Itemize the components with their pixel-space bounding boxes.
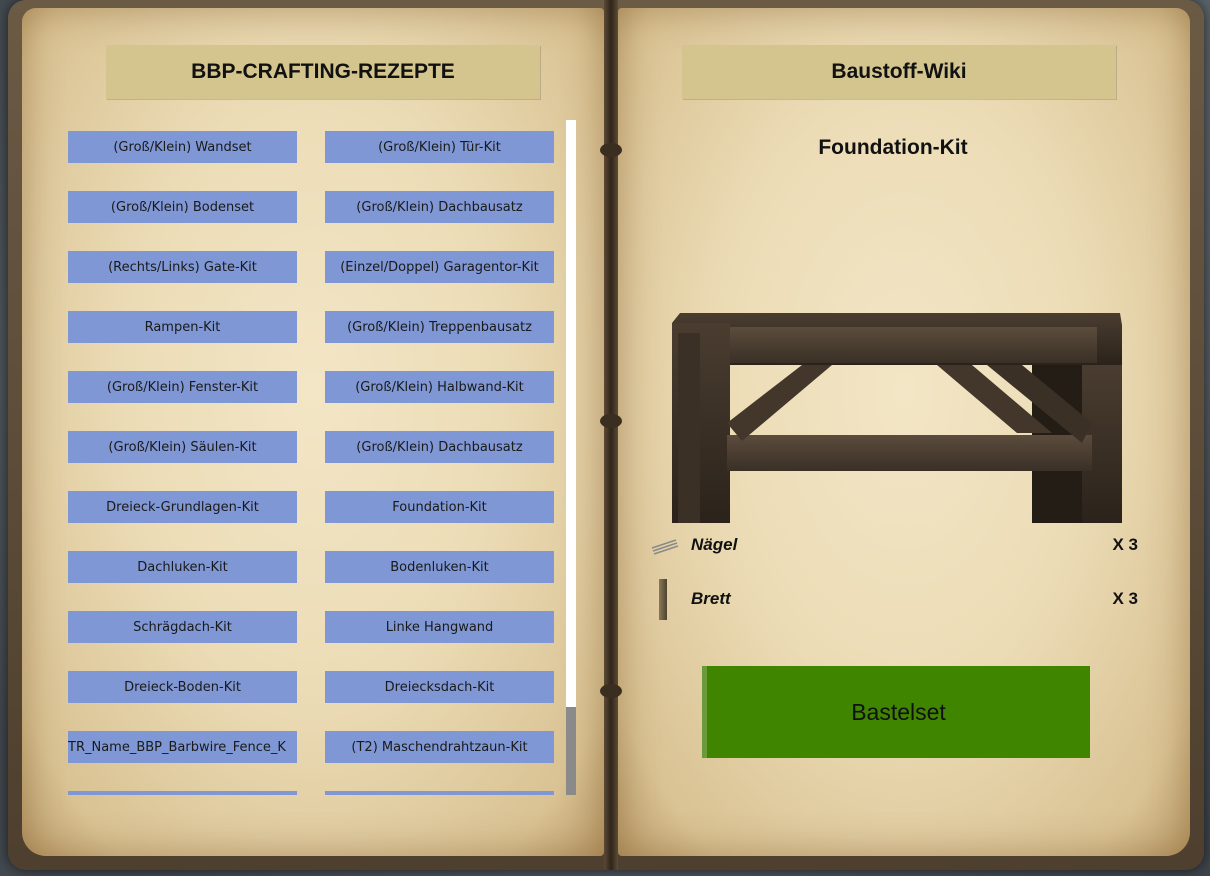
recipe-button[interactable]: (Groß/Klein) Säulen-Kit (68, 431, 297, 463)
recipe-button[interactable]: Foundation-Kit (325, 491, 554, 523)
item-title: Foundation-Kit (818, 136, 968, 159)
recipe-button[interactable]: (Groß/Klein) Wandset (68, 131, 297, 163)
recipe-list[interactable]: (Groß/Klein) Wandset (Groß/Klein) Tür-Ki… (68, 131, 554, 795)
recipe-button[interactable]: (Groß/Klein) Treppenbausatz (325, 311, 554, 343)
recipe-button[interactable]: Dreiecksdach-Kit (325, 671, 554, 703)
recipe-button[interactable]: Schrägdach-Kit (68, 611, 297, 643)
spine-binding-knot (600, 414, 622, 428)
scrollbar-thumb[interactable] (566, 707, 576, 795)
recipe-button[interactable]: (Groß/Klein) Fenster-Kit (68, 371, 297, 403)
recipe-button[interactable]: Dreieck-Grundlagen-Kit (68, 491, 297, 523)
recipe-button[interactable]: Linke Hangwand (325, 611, 554, 643)
craft-button[interactable]: Bastelset (702, 666, 1090, 758)
recipe-button[interactable]: (Groß/Klein) Dachbausatz (325, 431, 554, 463)
spine-binding-knot (600, 143, 622, 157)
recipe-button[interactable] (325, 791, 554, 795)
nails-icon (651, 539, 679, 555)
ingredient-quantity: X 3 (1112, 589, 1138, 608)
recipe-button[interactable]: (Groß/Klein) Halbwand-Kit (325, 371, 554, 403)
ingredient-name: Nägel (691, 535, 738, 554)
ingredient-name: Brett (691, 589, 731, 608)
recipe-button[interactable]: (Rechts/Links) Gate-Kit (68, 251, 297, 283)
recipe-button[interactable]: (Groß/Klein) Tür-Kit (325, 131, 554, 163)
recipe-button[interactable]: Rampen-Kit (68, 311, 297, 343)
item-preview-image (672, 313, 1122, 523)
recipe-button[interactable]: Dreieck-Boden-Kit (68, 671, 297, 703)
recipe-button[interactable]: Dachluken-Kit (68, 551, 297, 583)
recipe-button[interactable]: (Groß/Klein) Dachbausatz (325, 191, 554, 223)
plank-icon (659, 579, 667, 620)
recipe-button[interactable]: TR_Name_BBP_Barbwire_Fence_K (68, 731, 297, 763)
recipe-button[interactable]: Bodenluken-Kit (325, 551, 554, 583)
recipe-button[interactable] (68, 791, 297, 795)
recipe-button[interactable]: (T2) Maschendrahtzaun-Kit (325, 731, 554, 763)
wiki-header: Baustoff-Wiki (682, 45, 1116, 99)
recipe-scrollbar[interactable] (566, 120, 576, 795)
recipes-header: BBP-CRAFTING-REZEPTE (106, 45, 540, 99)
recipe-button[interactable]: (Einzel/Doppel) Garagentor-Kit (325, 251, 554, 283)
ingredient-quantity: X 3 (1112, 535, 1138, 554)
book-spine (600, 0, 622, 870)
spine-binding-knot (600, 684, 622, 698)
recipe-button[interactable]: (Groß/Klein) Bodenset (68, 191, 297, 223)
